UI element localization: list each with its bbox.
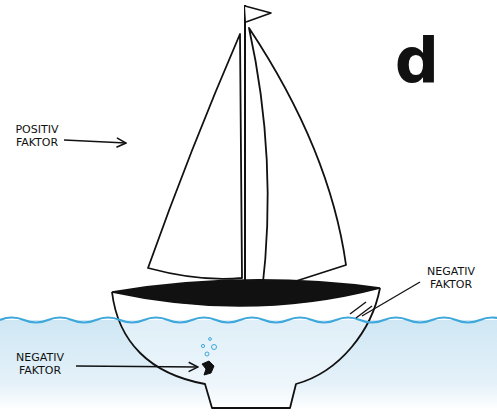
- mast: [244, 5, 246, 290]
- hull-hole: [202, 361, 214, 375]
- bubble: [201, 344, 204, 347]
- factor-label: POSITIV FAKTOR: [6, 124, 68, 149]
- bubble: [205, 352, 209, 356]
- water-line: [0, 318, 497, 323]
- bubble: [209, 338, 212, 341]
- bubble: [212, 345, 217, 350]
- leader-line: [362, 282, 420, 316]
- deck: [112, 280, 380, 306]
- factor-label: NEGATIV FAKTOR: [418, 266, 484, 291]
- leader-arrow: [76, 366, 198, 367]
- jib-sail: [249, 28, 346, 292]
- heading-letter: d: [382, 30, 452, 92]
- flag: [245, 6, 271, 22]
- factor-label: NEGATIV FAKTOR: [6, 352, 74, 377]
- main-sail: [148, 34, 242, 279]
- leader-arrow: [64, 140, 126, 143]
